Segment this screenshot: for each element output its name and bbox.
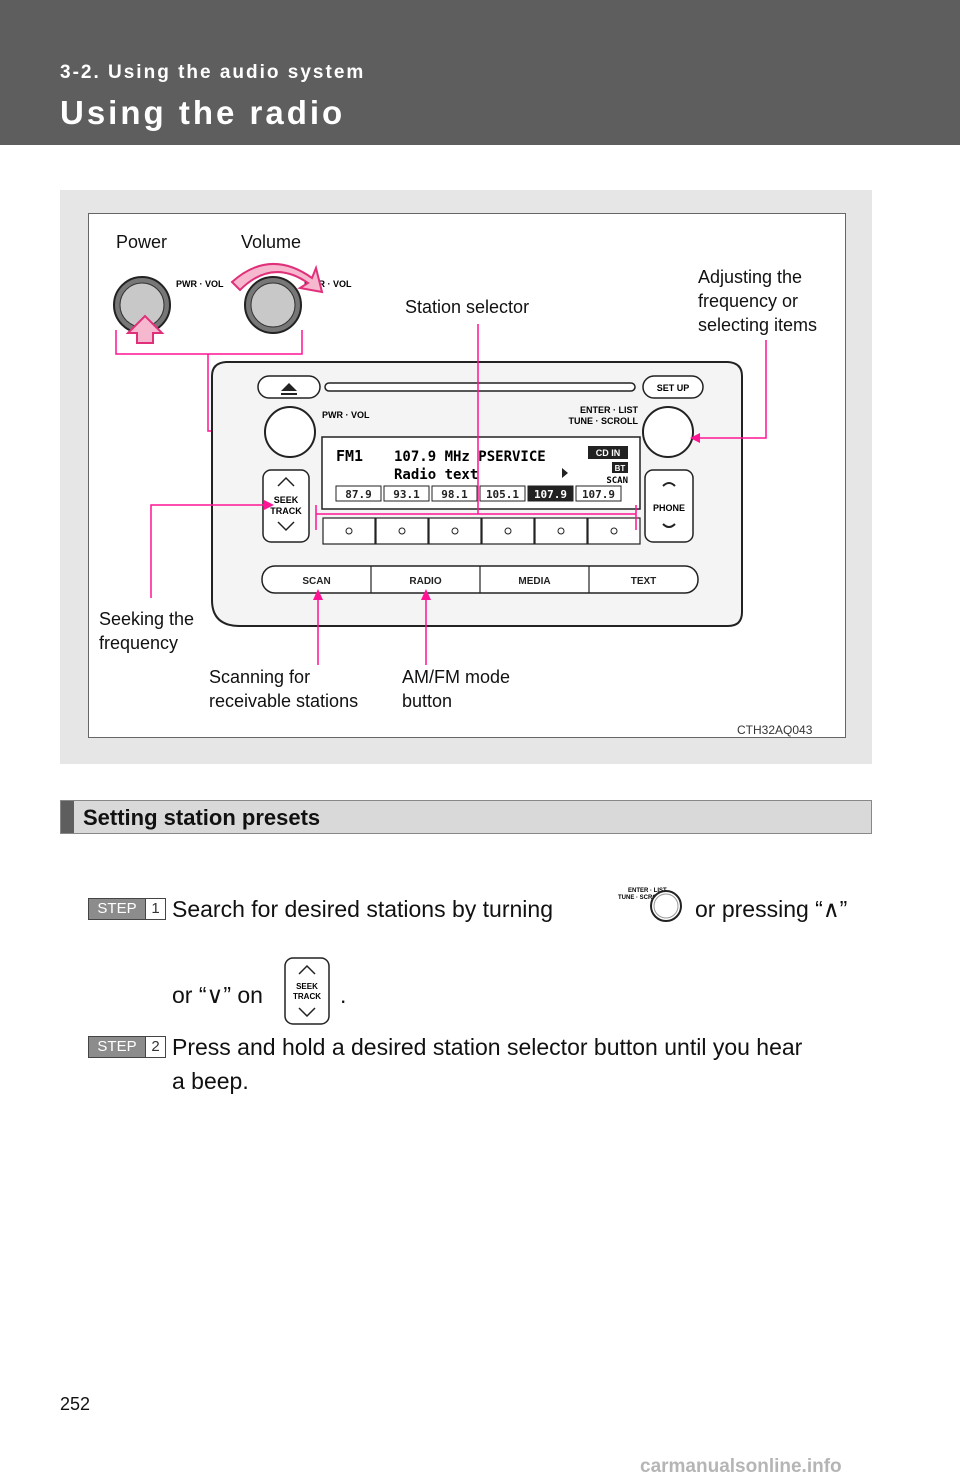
- page-title: Using the radio: [60, 94, 346, 131]
- step-1-number: 1: [145, 899, 165, 919]
- preset-cell-label: 87.9: [345, 488, 372, 501]
- label-scanning: Scanning for receivable stations: [209, 667, 359, 711]
- power-press-arrow-icon: [125, 314, 165, 344]
- preset-button: [481, 517, 535, 545]
- svg-text:SEEK: SEEK: [296, 982, 318, 991]
- label-station-selector: Station selector: [405, 297, 530, 317]
- preset-cell-label: 105.1: [486, 488, 519, 501]
- preset-button-dot: [504, 527, 512, 535]
- bottom-button-label: TEXT: [631, 576, 657, 587]
- preset-cell: [431, 485, 478, 502]
- bottom-button-label: MEDIA: [518, 576, 550, 587]
- preset-frequency-strip: 87.9 93.1 98.1 105.1 107.9 107.9: [335, 485, 622, 502]
- volume-knob-label: PWR · VOL: [304, 279, 352, 289]
- preset-cell: [575, 485, 622, 502]
- step-2-text-b: a beep.: [172, 1068, 249, 1094]
- step-2-text-a: Press and hold a desired station selecto…: [172, 1034, 803, 1060]
- seek-track-button-icon: SEEK TRACK: [284, 957, 330, 1025]
- preset-buttons: [322, 517, 641, 545]
- preset-cell-label: 107.9: [582, 488, 615, 501]
- label-adjusting: Adjusting the frequency or selecting ite…: [698, 267, 818, 335]
- seek-label: SEEK: [274, 495, 299, 505]
- preset-button-dot: [451, 527, 459, 535]
- preset-cell: [479, 485, 526, 502]
- preset-cell-label: 107.9: [534, 488, 567, 501]
- step-1-badge: STEP 1: [88, 898, 166, 920]
- step-1-text-c: or “∨” on: [172, 982, 263, 1008]
- phone-label: PHONE: [653, 503, 685, 513]
- bottom-buttons: SCAN RADIO MEDIA TEXT: [302, 566, 656, 593]
- svg-text:TUNE · SCROLL: TUNE · SCROLL: [618, 895, 665, 901]
- volume-rotate-arrow-icon: [230, 263, 324, 294]
- step-2-number: 2: [145, 1037, 165, 1057]
- section-label: 3-2. Using the audio system: [60, 62, 366, 83]
- step-1-text-d: .: [340, 982, 347, 1008]
- display-scan: SCAN: [606, 476, 628, 486]
- label-power: Power: [116, 232, 168, 252]
- step-1-text-a: Search for desired stations by turning: [172, 896, 553, 922]
- preset-cell: [335, 485, 382, 502]
- track-label: TRACK: [270, 506, 302, 516]
- preset-button: [428, 517, 482, 545]
- preset-button: [375, 517, 429, 545]
- subsection-heading: Setting station presets: [60, 800, 872, 834]
- watermark: carmanualsonline.info: [640, 1456, 842, 1477]
- subsection-title: Setting station presets: [83, 805, 321, 830]
- preset-cell: [527, 485, 574, 502]
- svg-text:TRACK: TRACK: [293, 992, 321, 1001]
- preset-button-dot: [610, 527, 618, 535]
- display-band: FM1: [336, 447, 363, 465]
- page-header: 3-2. Using the audio system Using the ra…: [0, 0, 960, 145]
- label-volume: Volume: [241, 232, 302, 252]
- setup-button-label: SET UP: [657, 383, 690, 393]
- subsection-heading-bar: [61, 801, 74, 833]
- power-knob: PWR · VOL: [113, 276, 224, 334]
- preset-button: [534, 517, 588, 545]
- label-amfm: AM/FM mode button: [402, 667, 511, 711]
- preset-button-dot: [557, 527, 565, 535]
- power-knob-label: PWR · VOL: [176, 279, 224, 289]
- bottom-button-label: SCAN: [302, 576, 330, 587]
- enter-list-label: ENTER · LIST: [580, 405, 639, 415]
- preset-cell-label: 98.1: [441, 488, 468, 501]
- tune-scroll-label: TUNE · SCROLL: [569, 416, 639, 426]
- bottom-button-label: RADIO: [409, 576, 441, 587]
- preset-button-dot: [398, 527, 406, 535]
- tune-scroll-knob-icon: ENTER · LIST TUNE · SCROLL: [618, 888, 682, 922]
- svg-text:ENTER · LIST: ENTER · LIST: [628, 888, 667, 894]
- step-2-badge: STEP 2: [88, 1036, 166, 1058]
- preset-button: [322, 517, 376, 545]
- display-cd-in: CD IN: [596, 448, 621, 458]
- unit-pwr-vol-label: PWR · VOL: [322, 410, 370, 420]
- label-seeking: Seeking the frequency: [99, 609, 195, 653]
- preset-button-dot: [345, 527, 353, 535]
- display-frequency: 107.9 MHz PSERVICE: [394, 449, 546, 465]
- preset-cell-label: 93.1: [393, 488, 420, 501]
- step-1-label: STEP: [97, 900, 137, 917]
- display-radio-text: Radio text: [394, 467, 478, 483]
- preset-cell: [383, 485, 430, 502]
- figure-code: CTH32AQ043: [737, 723, 813, 737]
- page-number: 252: [60, 1394, 91, 1414]
- step-1-text-b: or pressing “∧”: [695, 896, 848, 922]
- volume-knob: PWR · VOL: [244, 276, 352, 334]
- step-2-label: STEP: [97, 1038, 137, 1055]
- display-bt: BT: [615, 464, 626, 473]
- preset-button: [587, 517, 641, 545]
